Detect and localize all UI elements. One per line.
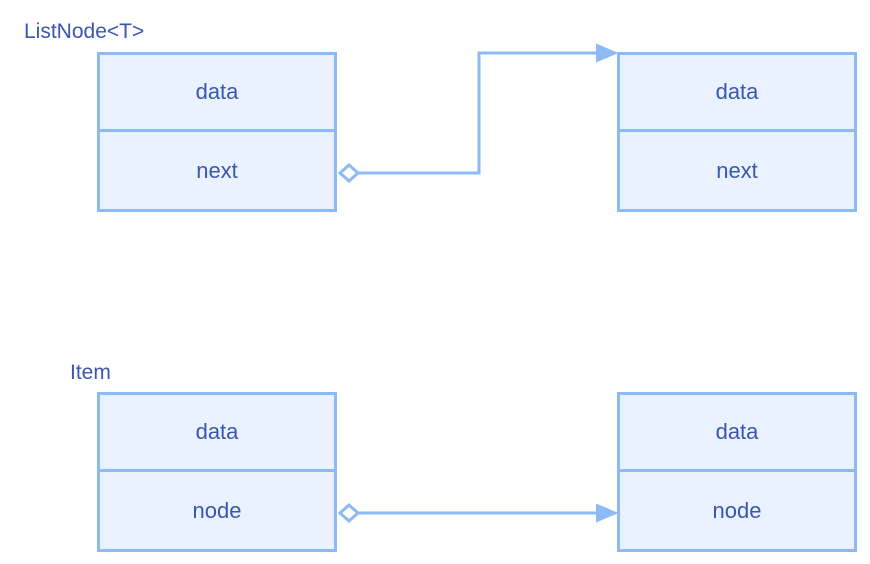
item-left-node-cell: node	[192, 497, 242, 523]
listnode-next-connector	[337, 43, 619, 184]
listnode-left-data-cell: data	[100, 55, 334, 132]
listnode-right-box: data next	[617, 52, 857, 212]
item-node-connector	[337, 502, 619, 524]
listnode-arrowhead	[596, 43, 619, 63]
listnode-left-next-cell: next	[196, 157, 238, 183]
listnode-left-box: data next	[97, 52, 337, 212]
item-left-data-cell: data	[100, 395, 334, 472]
item-title: Item	[70, 361, 111, 384]
item-right-data-cell: data	[620, 395, 854, 472]
listnode-right-data-cell: data	[620, 55, 854, 132]
item-right-box: data node	[617, 392, 857, 552]
listnode-right-next-cell: next	[716, 157, 758, 183]
listnode-aggregation-diamond	[337, 162, 361, 184]
item-left-box: data node	[97, 392, 337, 552]
item-right-node-cell: node	[712, 497, 762, 523]
item-arrowhead	[596, 503, 619, 523]
listnode-next-line	[357, 51, 598, 175]
item-aggregation-diamond	[337, 502, 361, 524]
listnode-title: ListNode<T>	[24, 20, 145, 43]
